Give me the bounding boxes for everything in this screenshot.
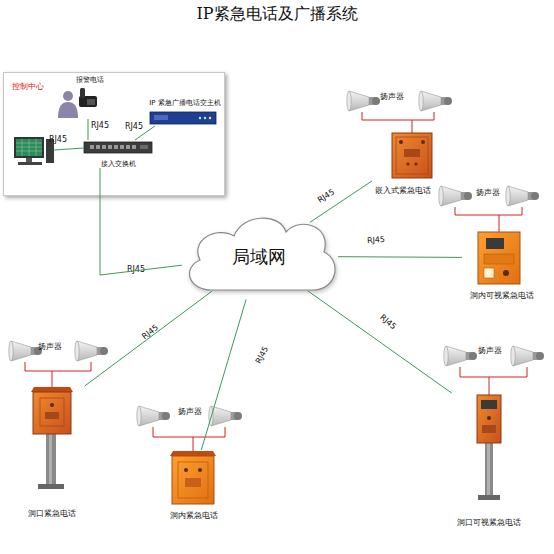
- node-text: 洞口紧急电话: [28, 509, 76, 518]
- network-cable: [201, 299, 246, 450]
- cable-label: RJ45: [367, 235, 386, 245]
- network-cable: [88, 119, 89, 140]
- tunnel-visual-phone-icon: [478, 232, 520, 284]
- cable-label: RJ45: [316, 187, 336, 204]
- node-text: 洞口可视紧急电话: [457, 518, 521, 527]
- speaker-label: 扬声器: [478, 345, 502, 356]
- entrance-phone-icon: [31, 387, 73, 489]
- broadcast-host-icon: [150, 112, 216, 124]
- speaker-group: [439, 186, 539, 232]
- alarm-phone-icon: [58, 88, 97, 118]
- diagram-title: IP紧急电话及广播系统: [0, 4, 554, 25]
- alarm-phone-node: 报警电话: [70, 76, 110, 119]
- speaker-label: 扬声器: [380, 91, 404, 102]
- speaker-group: [137, 406, 242, 452]
- cable-label: RJ45: [254, 345, 270, 365]
- network-cable: [310, 181, 372, 223]
- node-text: 洞内紧急电话: [170, 511, 218, 520]
- lan-cloud: 局域网: [180, 208, 338, 300]
- network-cable: [338, 256, 462, 258]
- phone-device-node: 洞口紧急电话: [10, 386, 94, 518]
- node-text: 接入交换机: [101, 160, 136, 168]
- node-text: 控制中心: [12, 82, 44, 91]
- broadcast-host-node: IP 紧急广播电话交主机: [146, 99, 224, 126]
- cloud-shape: [190, 218, 336, 290]
- phone-device-node: 洞口可视紧急电话: [446, 393, 532, 527]
- entrance-visual-phone-icon: [477, 395, 501, 500]
- cable-label: RJ45: [127, 265, 145, 274]
- embedded-phone-icon: [392, 133, 432, 178]
- access-switch-icon: [84, 142, 152, 153]
- node-text: 局域网: [232, 247, 286, 268]
- network-cable: [135, 126, 155, 140]
- node-text: 洞内可视紧急电话: [470, 291, 534, 300]
- switch-node: 接入交换机: [82, 140, 154, 168]
- phone-device-node: 洞内可视紧急电话: [462, 230, 542, 300]
- speaker-label: 扬声器: [38, 341, 62, 352]
- cable-label: RJ45: [378, 313, 398, 332]
- network-cable: [308, 291, 452, 393]
- speaker-group: [347, 91, 452, 133]
- cable-label: RJ45: [140, 323, 160, 341]
- network-cable: [85, 291, 212, 386]
- speaker-label: 扬声器: [476, 187, 500, 198]
- control-center-box: 控制中心 报警电话 IP 紧急广播电话交主机接入交换机: [3, 72, 225, 196]
- computer-cable: [54, 148, 84, 150]
- computer-icon: [14, 137, 54, 165]
- speaker-label: 扬声器: [178, 406, 202, 417]
- node-text: 嵌入式紧急电话: [375, 186, 431, 195]
- phone-device-node: 洞内紧急电话: [158, 450, 230, 520]
- phone-device-node: 嵌入式紧急电话: [372, 131, 434, 195]
- node-text: 报警电话: [76, 76, 104, 84]
- cable-label: RJ45: [49, 135, 67, 144]
- node-text: IP 紧急广播电话交主机: [149, 99, 221, 107]
- cable-label: RJ45: [125, 122, 143, 131]
- network-cable: [100, 168, 182, 275]
- cable-label: RJ45: [91, 121, 109, 130]
- tunnel-phone-icon: [170, 451, 216, 504]
- speaker-group: [9, 341, 108, 388]
